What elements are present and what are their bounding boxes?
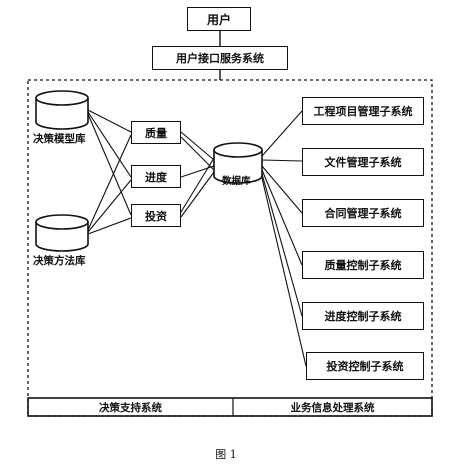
edge-model-quality (87, 109, 132, 133)
edge-db-sub1 (261, 110, 303, 157)
edge-investment-db-2 (180, 157, 215, 213)
edge-investment-db (180, 171, 215, 218)
footer-right-label: 业务信息处理系统 (290, 402, 375, 414)
quality-box: 质量 (131, 121, 181, 144)
progress-box: 进度 (131, 165, 181, 188)
edge-quality-db-2 (180, 136, 215, 171)
investment-box: 投资 (131, 204, 181, 227)
subsystem-investment-control: 投资控制子系统 (306, 352, 424, 380)
database-label: 数据库 (222, 176, 251, 187)
edge-db-sub3 (261, 165, 303, 214)
edge-model-progress (87, 111, 132, 178)
subsystem-contract-mgmt: 合同管理子系统 (302, 199, 424, 227)
edge-progress-db (180, 165, 215, 178)
subsystem-file-mgmt: 文件管理子系统 (302, 148, 424, 176)
subsystem-progress-control: 进度控制子系统 (302, 302, 424, 330)
edge-model-investment (87, 113, 132, 216)
user-box: 用户 (187, 7, 251, 31)
edge-db-sub4 (261, 169, 303, 266)
footer-left-label: 决策支持系统 (99, 402, 162, 414)
figure-caption: 图 1 (215, 448, 237, 461)
edge-method-progress (87, 179, 132, 233)
decision-model-db-cylinder (35, 90, 89, 130)
footer-band (27, 397, 433, 417)
edge-db-sub2 (261, 159, 303, 162)
ui-service-box: 用户接口服务系统 (152, 46, 288, 70)
edge-db-sub6 (261, 177, 307, 367)
subsystem-project-mgmt: 工程项目管理子系统 (302, 97, 424, 125)
edge-quality-db (180, 131, 215, 161)
edge-method-investment (87, 217, 132, 235)
edge-db-sub5 (261, 173, 303, 317)
decision-method-db-label: 决策方法库 (33, 255, 86, 267)
decision-model-db-label: 决策模型库 (33, 133, 86, 145)
database-cylinder (213, 142, 263, 184)
decision-method-db-cylinder (35, 214, 89, 252)
subsystem-quality-control: 质量控制子系统 (302, 251, 424, 279)
edge-method-quality (87, 134, 132, 231)
